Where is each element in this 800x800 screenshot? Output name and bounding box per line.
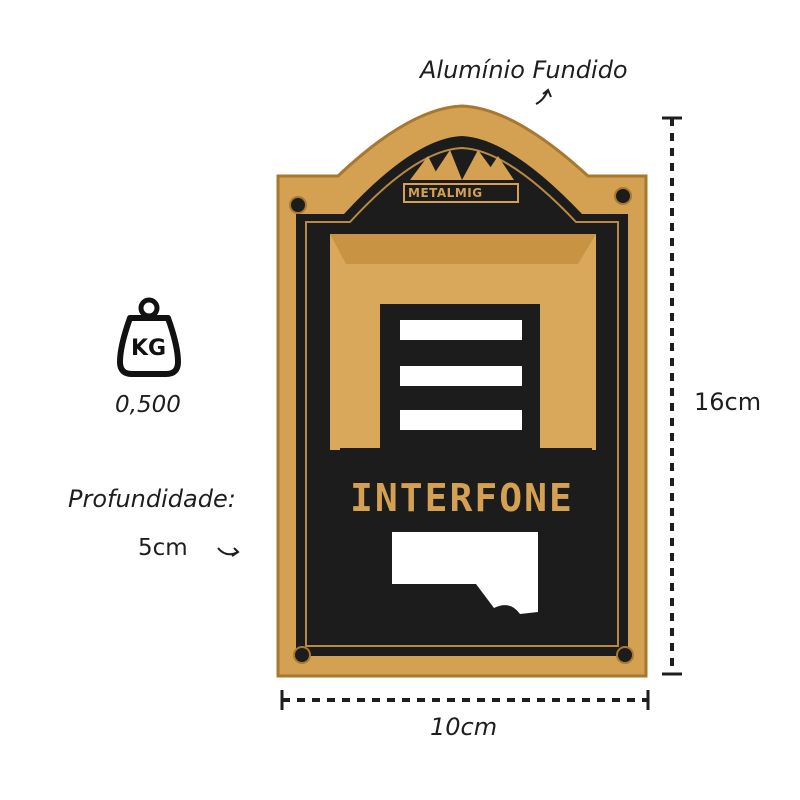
dimension-line-icon bbox=[282, 118, 674, 702]
brand-logo bbox=[403, 150, 519, 203]
depth-value: 5cm bbox=[138, 535, 188, 561]
weight-value: 0,500 bbox=[115, 392, 181, 418]
height-value: 16cm bbox=[694, 388, 762, 416]
arrow-curve-icon bbox=[217, 88, 552, 557]
weight-icon bbox=[116, 296, 182, 380]
brand-text: METALMIG bbox=[408, 186, 483, 200]
button-cutout bbox=[392, 532, 538, 614]
material-label: Alumínio Fundido bbox=[420, 56, 628, 84]
plate-text: INTERFONE bbox=[350, 476, 574, 520]
depth-label: Profundidade: bbox=[68, 485, 236, 513]
weight-icon-text: KG bbox=[131, 336, 167, 361]
width-value: 10cm bbox=[430, 713, 498, 741]
screw-holes bbox=[289, 187, 634, 664]
